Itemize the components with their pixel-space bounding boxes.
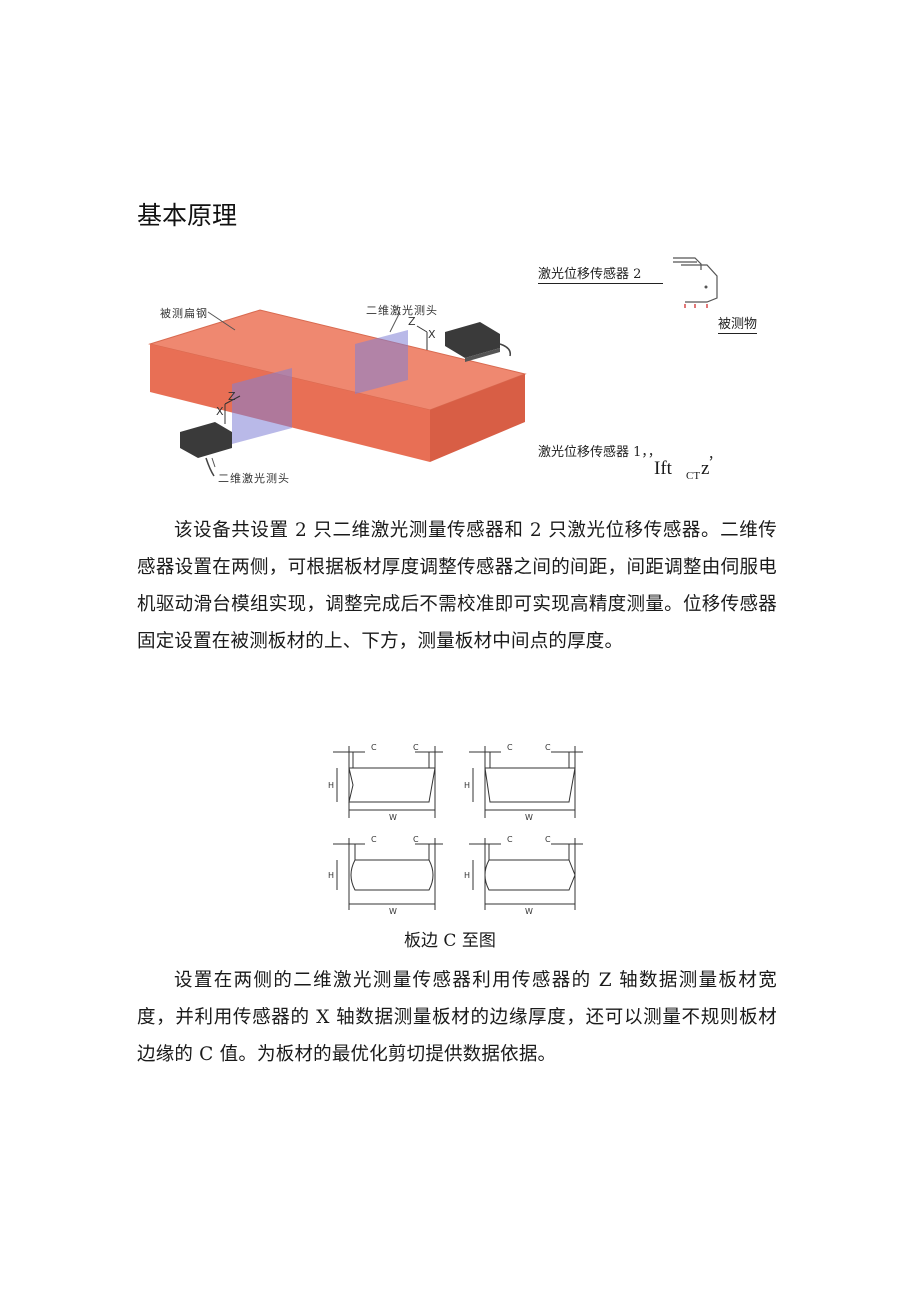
paragraph-2-text: 设置在两侧的二维激光测量传感器利用传感器的 Z 轴数据测量板材宽度，并利用传感器… [137,970,777,1065]
displacement-sensor-diagram [673,257,718,308]
dim-w-3: W [389,907,397,916]
axis-z-label-bottom: Z [228,390,237,403]
dim-c-1b: C [413,743,419,752]
paragraph-sensor-setup: 该设备共设置 2 只二维激光测量传感器和 2 只激光位移传感器。二维传感器设置在… [137,512,777,660]
axis-z-line-top [416,325,428,333]
dim-w-4: W [525,907,533,916]
dim-w-1: W [389,813,397,822]
dim-c-1a: C [371,743,377,752]
ocr-text-z: z [701,458,710,479]
paragraph-measurement: 设置在两侧的二维激光测量传感器利用传感器的 Z 轴数据测量板材宽度，并利用传感器… [137,962,777,1073]
plate-side-face [430,374,525,462]
sensor-setup-figure: 被测扁钢 二维激光测头 二维激光测头 Z X Z X [140,292,530,497]
bottom-laser-head-label: 二维激光测头 [218,472,290,485]
sensor-outline [673,257,718,303]
edge-diagram-4 [469,838,583,910]
dim-c-3b: C [413,835,419,844]
dim-c-2b: C [545,743,551,752]
sensor-2-label: 激光位移传感器 2 [538,267,663,284]
sensor-1-comma: ， [708,448,722,463]
top-laser-head-label: 二维激光测头 [366,304,438,317]
edge-diagram-2 [469,746,583,818]
sensor-1-label: 激光位移传感器 1，， [538,445,661,460]
axis-z-label-top: Z [408,315,417,328]
laser-plane-top [355,330,408,394]
section-heading: 基本原理 [137,201,238,230]
paragraph-1-text: 该设备共设置 2 只二维激光测量传感器和 2 只激光位移传感器。二维传感器设置在… [137,520,777,652]
displacement-sensor-figure: 激光位移传感器 2 被测物 激光位移传感器 1，， ， Ift CT z [535,250,775,490]
dim-h-3: H [328,871,334,880]
dim-c-4b: C [545,835,551,844]
laser-head-top [445,322,500,358]
dim-c-3a: C [371,835,377,844]
dim-c-4a: C [507,835,513,844]
axis-x-label-bottom: X [216,405,225,418]
ocr-text-ct: CT [686,470,701,482]
steel-plate-illustration [148,309,527,477]
dim-h-1: H [328,781,334,790]
figure-caption: 板边 C 至图 [404,931,496,951]
axis-z-line-bottom [224,395,241,405]
ocr-text-ift: Ift [654,458,672,479]
measured-object-label: 被测物 [718,317,758,334]
edge-diagram-1 [333,746,443,818]
dim-c-2a: C [507,743,513,752]
dim-w-2: W [525,813,533,822]
plate-edge-figure: C C W H C C W H C C W H C C W H [325,738,595,920]
dim-h-4: H [464,871,470,880]
edge-diagram-3 [333,838,443,910]
plate-edge-diagrams: C C W H C C W H C C W H C C W H [328,743,583,916]
laser-head-bottom [180,422,232,458]
dim-h-2: H [464,781,470,790]
axis-x-label-top: X [428,328,437,341]
steel-plate-label: 被测扁钢 [160,307,208,320]
laser-plane-bottom [232,368,292,444]
